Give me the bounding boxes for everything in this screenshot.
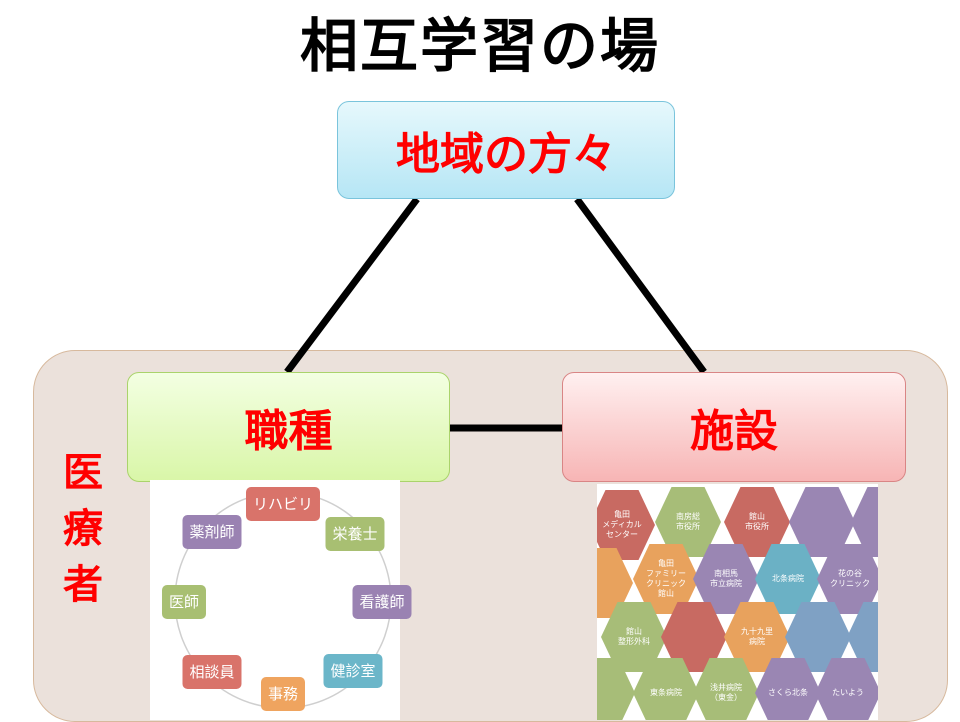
occupation-chip: 薬剤師 bbox=[182, 515, 242, 549]
occupation-box: 職種 bbox=[127, 372, 450, 482]
facility-honeycomb: 亀田 メディカル センター南房総 市役所館山 市役所亀田 ファミリー クリニック… bbox=[597, 484, 878, 720]
page-title: 相互学習の場 bbox=[299, 12, 660, 80]
medical-staff-label: 医 療 者 bbox=[58, 445, 108, 613]
occupation-chip: リハビリ bbox=[245, 487, 321, 521]
occupation-chip: 看護師 bbox=[352, 585, 412, 619]
side-label-char: 療 bbox=[63, 506, 103, 552]
community-box: 地域の方々 bbox=[337, 101, 675, 199]
occupation-chip: 栄養士 bbox=[325, 517, 385, 551]
side-label-char: 者 bbox=[63, 562, 103, 608]
facility-box: 施設 bbox=[562, 372, 906, 482]
occupation-chip: 事務 bbox=[260, 677, 306, 711]
occupation-chip: 医師 bbox=[161, 585, 207, 619]
occupation-cycle: リハビリ栄養士看護師健診室事務相談員 医師 薬剤師 bbox=[150, 480, 412, 720]
line-community-occupation bbox=[284, 196, 420, 375]
side-label-char: 医 bbox=[63, 450, 103, 496]
occupation-chip: 健診室 bbox=[323, 654, 383, 688]
occupation-chip: 相談員 bbox=[182, 655, 242, 689]
line-community-facility bbox=[574, 196, 707, 375]
